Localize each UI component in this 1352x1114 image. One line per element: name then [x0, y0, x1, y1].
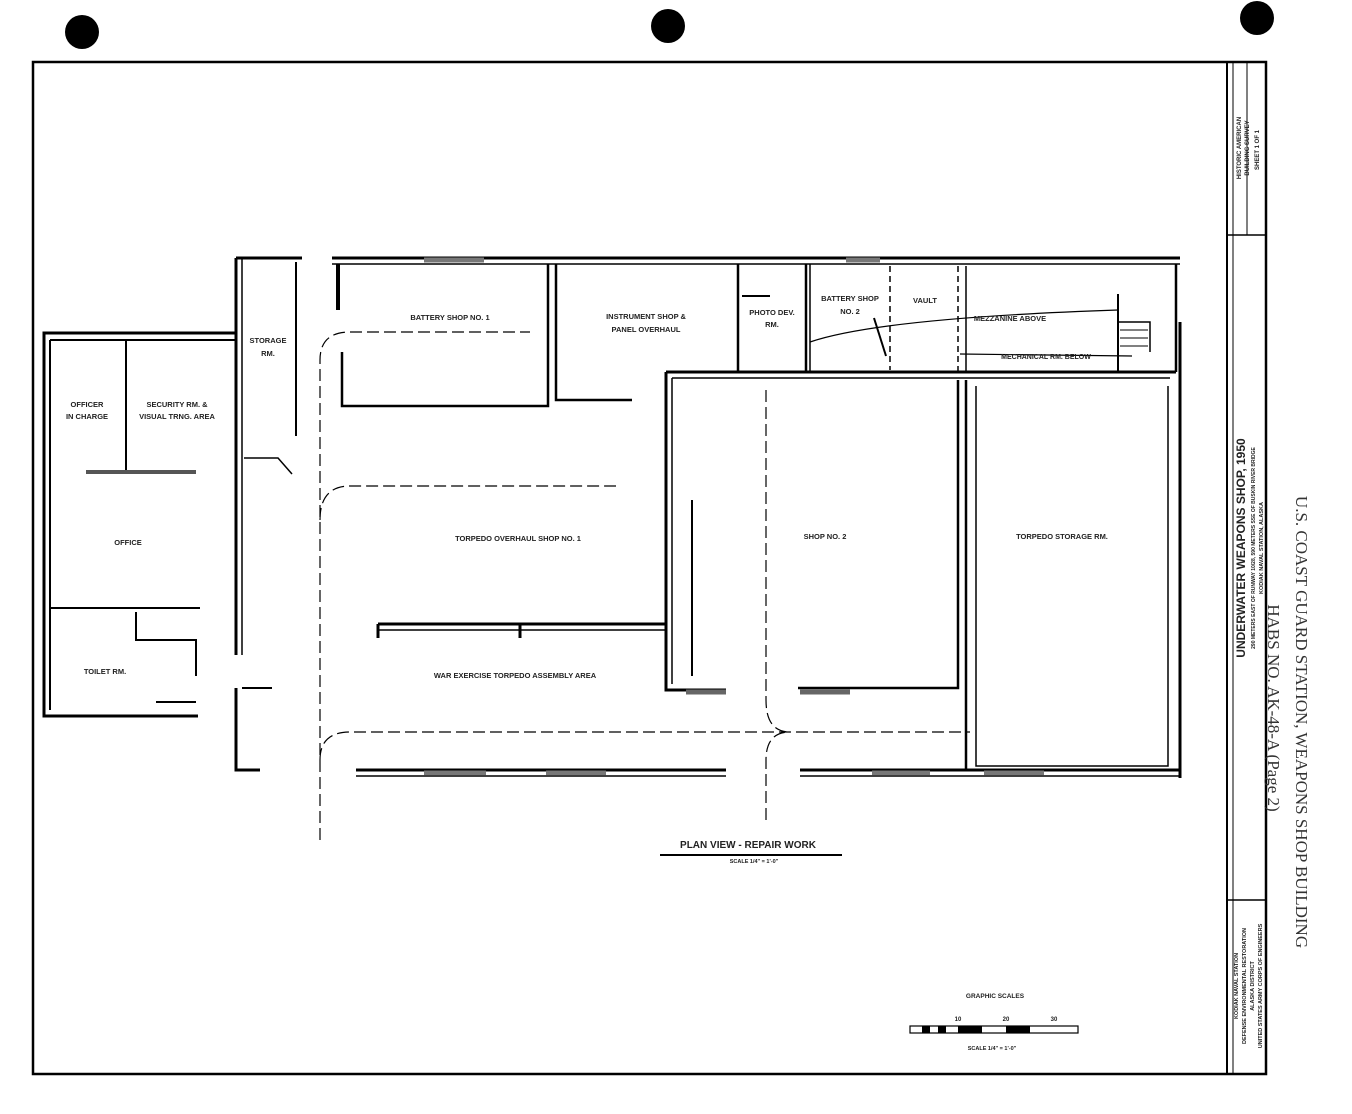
- graphic-scale-note: SCALE 1/4" = 1'-0": [968, 1046, 1017, 1052]
- binder-hole: [651, 9, 685, 43]
- sheet-border: [31, 60, 1268, 1076]
- label-instrument-shop-2: PANEL OVERHAUL: [612, 325, 681, 334]
- scale-tick-30: 30: [1051, 1017, 1058, 1023]
- location-line-2: KODIAK NAVAL STATION, ALASKA: [1259, 502, 1265, 594]
- margin-caption-line-2: HABS NO. AK-48-A (Page 2): [1264, 604, 1283, 811]
- drawing-scale: SCALE 1/4" = 1'-0": [730, 859, 779, 865]
- label-battery-shop-2b: NO. 2: [840, 307, 860, 316]
- location-line-1: 290 METERS EAST OF RUNWAY 10/28, 590 MET…: [1251, 446, 1257, 648]
- label-instrument-shop: INSTRUMENT SHOP &: [606, 312, 686, 321]
- building-name: UNDERWATER WEAPONS SHOP, 1950: [1234, 438, 1248, 658]
- floor-plan: [42, 256, 1182, 840]
- label-storage-2: RM.: [261, 349, 275, 358]
- agency-line-1: KODIAK NAVAL STATION: [1234, 953, 1240, 1019]
- sheet-number: SHEET 1 OF 1: [1255, 129, 1261, 170]
- label-mechanical: MECHANICAL RM. BELOW: [1001, 354, 1091, 361]
- label-security-2: VISUAL TRNG. AREA: [139, 412, 215, 421]
- label-toilet: TOILET RM.: [84, 667, 126, 676]
- room-labels: STORAGE RM. BATTERY SHOP NO. 1 INSTRUMEN…: [66, 294, 1108, 680]
- drawing-title: PLAN VIEW - REPAIR WORK: [680, 840, 817, 851]
- label-vault: VAULT: [913, 296, 937, 305]
- label-security: SECURITY RM. &: [146, 400, 208, 409]
- binder-hole: [1240, 1, 1274, 35]
- drawing-title-block: PLAN VIEW - REPAIR WORK SCALE 1/4" = 1'-…: [660, 840, 842, 865]
- agency-line-2: DEFENSE ENVIRONMENTAL RESTORATION: [1242, 928, 1248, 1044]
- label-officer: OFFICER: [71, 400, 104, 409]
- title-block: HISTORIC AMERICAN BUILDING SURVEY SHEET …: [1234, 117, 1265, 1048]
- survey-name: HISTORIC AMERICAN: [1237, 117, 1243, 179]
- label-storage: STORAGE: [250, 336, 287, 345]
- label-photo-dev-2: RM.: [765, 320, 779, 329]
- label-photo-dev: PHOTO DEV.: [749, 308, 794, 317]
- margin-caption-line-1: U.S. COAST GUARD STATION, WEAPONS SHOP B…: [1292, 496, 1311, 948]
- label-torpedo-overhaul: TORPEDO OVERHAUL SHOP NO. 1: [455, 534, 581, 543]
- margin-caption: U.S. COAST GUARD STATION, WEAPONS SHOP B…: [1264, 496, 1311, 948]
- graphic-scales-title: GRAPHIC SCALES: [966, 993, 1025, 1000]
- office-wing-wall: [42, 331, 236, 718]
- label-battery-shop-2: BATTERY SHOP: [821, 294, 879, 303]
- binder-hole: [65, 15, 99, 49]
- graphic-scale: GRAPHIC SCALES 10 20 30 SCALE 1/4" = 1'-…: [909, 993, 1079, 1052]
- label-office: OFFICE: [114, 538, 142, 547]
- label-torpedo-storage: TORPEDO STORAGE RM.: [1016, 532, 1108, 541]
- label-shop-2: SHOP NO. 2: [804, 532, 847, 541]
- scale-tick-10: 10: [955, 1017, 962, 1023]
- agency-line-3: ALASKA DISTRICT: [1250, 961, 1256, 1011]
- agency-line-4: UNITED STATES ARMY CORPS OF ENGINEERS: [1258, 923, 1264, 1048]
- label-battery-shop-1: BATTERY SHOP NO. 1: [410, 313, 489, 322]
- label-mezzanine: MEZZANINE ABOVE: [974, 314, 1046, 323]
- survey-name-2: BUILDING SURVEY: [1245, 120, 1251, 175]
- label-officer-2: IN CHARGE: [66, 412, 108, 421]
- scale-tick-20: 20: [1003, 1017, 1010, 1023]
- label-war-exercise: WAR EXERCISE TORPEDO ASSEMBLY AREA: [434, 671, 597, 680]
